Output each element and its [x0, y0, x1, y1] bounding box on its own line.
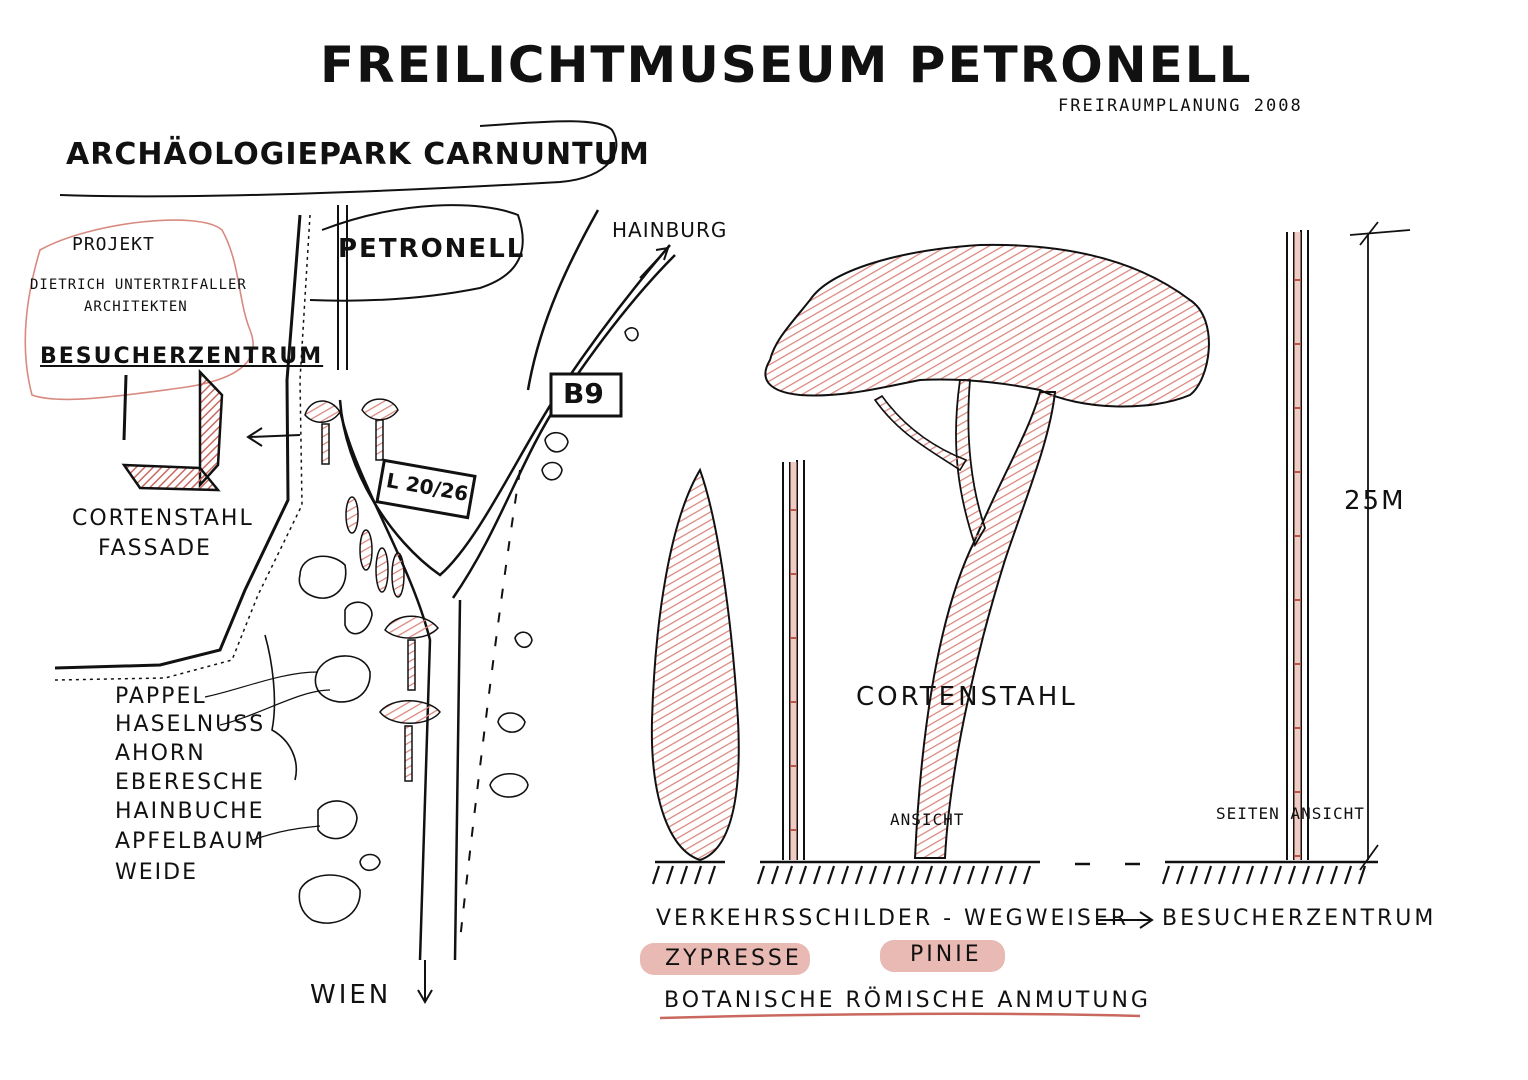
- architects-line-1: DIETRICH UNTERTRIFALLER: [30, 277, 247, 293]
- page-subtitle: FREIRAUMPLANUNG 2008: [1058, 96, 1303, 116]
- sign-b9-box: [549, 372, 623, 418]
- ground-hatch-stroke: [1315, 865, 1325, 885]
- height-dimension: [1349, 221, 1411, 871]
- place-petronell: PETRONELL: [338, 234, 526, 264]
- visitor-centre-label: BESUCHERZENTRUM: [40, 344, 324, 369]
- ground-hatch-stroke: [693, 865, 703, 885]
- project-label-bubble: [24, 219, 254, 401]
- petronell-bubble: [309, 204, 524, 302]
- ground-hatch-stroke: [651, 865, 661, 885]
- ground-hatch-stroke: [1357, 865, 1367, 885]
- ground-hatching: [651, 865, 1367, 885]
- ground-hatch-stroke: [1217, 865, 1227, 885]
- ground-hatch-stroke: [882, 865, 892, 885]
- place-hainburg: HAINBURG: [612, 218, 728, 242]
- ground-hatch-stroke: [952, 865, 962, 885]
- ground-hatch-stroke: [910, 865, 920, 885]
- tree-species-item: AHORN: [115, 741, 206, 766]
- visitor-centre-building: [121, 368, 301, 492]
- cypress-tree: [650, 467, 740, 862]
- ground-hatch-stroke: [1203, 865, 1213, 885]
- ground-hatch-stroke: [784, 865, 794, 885]
- facade-label-1: CORTENSTAHL: [72, 506, 254, 531]
- ground-hatch-stroke: [826, 865, 836, 885]
- place-wien: WIEN: [310, 980, 392, 1010]
- ground-hatch-stroke: [868, 865, 878, 885]
- road-b9-label: B9: [563, 377, 604, 410]
- ground-hatch-stroke: [896, 865, 906, 885]
- cypress-swatch: [640, 943, 810, 975]
- ground-hatch-stroke: [1189, 865, 1199, 885]
- ground-hatch-stroke: [994, 865, 1004, 885]
- ground-hatch-stroke: [966, 865, 976, 885]
- ground-hatch-stroke: [798, 865, 808, 885]
- ground-hatch-stroke: [1175, 865, 1185, 885]
- height-label: 25M: [1344, 486, 1406, 516]
- architects-line-2: ARCHITEKTEN: [84, 299, 188, 315]
- legend-note: BOTANISCHE RÖMISCHE ANMUTUNG: [664, 988, 1151, 1013]
- plan-deciduous-trees: [264, 327, 639, 924]
- ground-hatch-stroke: [1231, 865, 1241, 885]
- ground-hatch-stroke: [1287, 865, 1297, 885]
- ground-hatch-stroke: [980, 865, 990, 885]
- tree-species-item: PAPPEL: [115, 684, 207, 709]
- project-label: PROJEKT: [72, 234, 155, 255]
- corten-pole-front-fill: [790, 462, 797, 860]
- legend-arrow: [1098, 911, 1154, 929]
- ground-hatch-stroke: [1245, 865, 1255, 885]
- tree-species-item: HAINBUCHE: [115, 799, 265, 824]
- page-title: FREILICHTMUSEUM PETRONELL: [320, 36, 1253, 94]
- ground-hatch-stroke: [770, 865, 780, 885]
- plan-pine-trees: [304, 398, 441, 782]
- ground-hatch-stroke: [1329, 865, 1339, 885]
- legend-cypress: ZYPRESSE: [665, 946, 802, 971]
- note-underline: [659, 1012, 1141, 1020]
- tree-list-leaders: [204, 671, 331, 842]
- petronell-road: [337, 205, 676, 961]
- park-label: ARCHÄOLOGIEPARK CARNUNTUM: [66, 137, 650, 172]
- pole-segment-marks: [790, 279, 1301, 857]
- view-front-label: ANSICHT: [890, 810, 965, 829]
- ground-line: [655, 860, 1378, 866]
- legend-pine: PINIE: [910, 942, 982, 967]
- ground-hatch-stroke: [1301, 865, 1311, 885]
- tree-species-item: APFELBAUM: [115, 829, 266, 854]
- ground-hatch-stroke: [812, 865, 822, 885]
- tree-species-item: HASELNUSS: [115, 712, 266, 737]
- legend-target: BESUCHERZENTRUM: [1162, 906, 1437, 931]
- pine-swatch: [880, 940, 1005, 972]
- facade-label-2: FASSADE: [98, 536, 212, 561]
- ground-hatch-stroke: [924, 865, 934, 885]
- ground-hatch-stroke: [679, 865, 689, 885]
- sign-l-box: [375, 458, 477, 520]
- boundary-wall: [54, 214, 311, 681]
- ground-hatch-stroke: [756, 865, 766, 885]
- ground-hatch-stroke: [1022, 865, 1032, 885]
- ground-hatch-stroke: [938, 865, 948, 885]
- pine-tree-elevation: [764, 243, 1210, 859]
- tree-species-item: WEIDE: [115, 860, 198, 885]
- elevation-material-label: CORTENSTAHL: [856, 682, 1078, 712]
- tree-species-item: EBERESCHE: [115, 770, 265, 795]
- ground-hatch-stroke: [1259, 865, 1269, 885]
- ground-hatch-stroke: [1161, 865, 1171, 885]
- ground-hatch-stroke: [1008, 865, 1018, 885]
- corten-pole-side-fill: [1294, 232, 1301, 860]
- ground-hatch-stroke: [840, 865, 850, 885]
- legend-signs: VERKEHRSSCHILDER - WEGWEISER: [656, 906, 1130, 931]
- ground-hatch-stroke: [854, 865, 864, 885]
- ground-hatch-stroke: [665, 865, 675, 885]
- ground-hatch-stroke: [707, 865, 717, 885]
- view-side-label: SEITEN ANSICHT: [1216, 804, 1365, 823]
- ground-hatch-stroke: [1343, 865, 1353, 885]
- ground-hatch-stroke: [1273, 865, 1283, 885]
- hainburg-arrow: [639, 247, 669, 279]
- park-label-bubble: [59, 120, 618, 198]
